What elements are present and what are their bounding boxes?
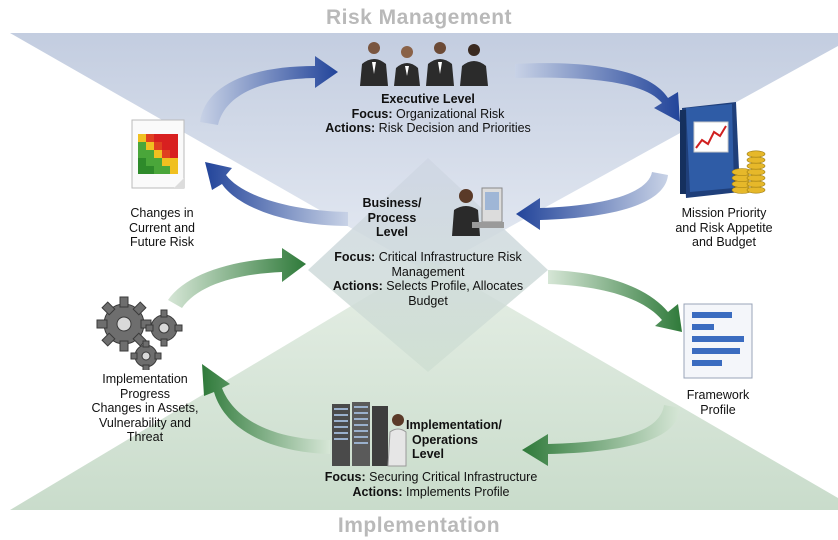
executive-actions-text: Risk Decision and Priorities — [378, 121, 531, 135]
computer-worker-icon — [452, 187, 504, 236]
business-heading-line1: Business/ — [362, 196, 422, 210]
gears-icon — [96, 296, 183, 370]
business-focus-text2: Management — [391, 264, 465, 279]
implementation-actions-label: Actions: — [352, 484, 403, 499]
executive-heading: Executive Level — [381, 92, 475, 106]
business-actions-text: Selects Profile, Allocates — [386, 279, 524, 293]
business-heading-line3: Level — [376, 225, 408, 239]
progress-line5: Threat — [126, 430, 164, 444]
mission-priority-label: Mission Priority and Risk Appetite and B… — [654, 206, 794, 250]
risk-management-title: Risk Management — [325, 6, 513, 29]
implementation-focus-text: Securing Critical Infrastructure — [369, 470, 538, 484]
executive-focus-label: Focus: — [351, 106, 393, 121]
business-focus-label: Focus: — [334, 250, 376, 264]
arrow-to-progress — [202, 364, 330, 454]
arrow-to-executive — [200, 56, 338, 125]
business-heading-block: Business/ Process Level — [346, 196, 438, 240]
arrow-gears-to-business — [168, 248, 306, 308]
risk-changes-line3: Future Risk — [130, 235, 194, 249]
risk-changes-line1: Changes in — [130, 206, 194, 220]
risk-heatmap-document-icon — [131, 119, 185, 189]
business-heading-line2: Process — [367, 210, 417, 225]
risk-changes-line2: Current and — [128, 220, 195, 235]
business-detail-block: Focus: Critical Infrastructure Risk Mana… — [300, 250, 556, 308]
executive-actions-label: Actions: — [325, 121, 376, 135]
executive-block: Executive Level Focus: Organizational Ri… — [278, 92, 578, 136]
business-actions-text2: Budget — [408, 293, 448, 308]
risk-changes-label: Changes in Current and Future Risk — [102, 206, 222, 250]
business-actions-label: Actions: — [332, 279, 383, 293]
implementation-heading-line1: Implementation/ — [406, 418, 502, 432]
framework-line2: Profile — [700, 402, 736, 417]
implementation-progress-label: Implementation Progress Changes in Asset… — [70, 372, 220, 445]
progress-line4: Vulnerability and — [99, 415, 191, 430]
mission-line3: and Budget — [692, 235, 756, 249]
arrow-to-framework — [548, 270, 682, 332]
implementation-heading-block: Implementation/ Operations Level — [406, 418, 536, 462]
implementation-triangle — [10, 260, 838, 510]
executive-focus-text: Organizational Risk — [396, 106, 505, 121]
mission-line2: and Risk Appetite — [675, 220, 773, 235]
business-people-icon — [360, 42, 488, 86]
arrow-to-business — [516, 172, 668, 230]
implementation-focus-label: Focus: — [324, 470, 366, 484]
mission-line1: Mission Priority — [681, 206, 767, 220]
arrow-to-implementation — [522, 405, 680, 466]
implementation-heading-line2: Operations — [412, 432, 478, 447]
implementation-title: Implementation — [337, 514, 501, 537]
business-focus-text: Critical Infrastructure Risk — [378, 250, 522, 264]
budget-binder-icon — [680, 102, 766, 198]
framework-line1: Framework — [686, 388, 750, 402]
progress-line2: Progress — [119, 386, 171, 401]
implementation-heading-line3: Level — [412, 447, 444, 461]
implementation-detail-block: Focus: Securing Critical Infrastructure … — [278, 470, 584, 499]
business-diamond — [308, 158, 548, 372]
progress-line1: Implementation — [102, 372, 188, 386]
framework-profile-document-icon — [683, 303, 753, 379]
progress-line3: Changes in Assets, — [91, 401, 199, 415]
framework-profile-label: Framework Profile — [668, 388, 768, 417]
server-rack-icon — [332, 402, 407, 467]
arrow-to-risk-changes — [205, 162, 348, 226]
arrow-to-mission — [515, 63, 680, 122]
implementation-actions-text: Implements Profile — [405, 484, 510, 499]
